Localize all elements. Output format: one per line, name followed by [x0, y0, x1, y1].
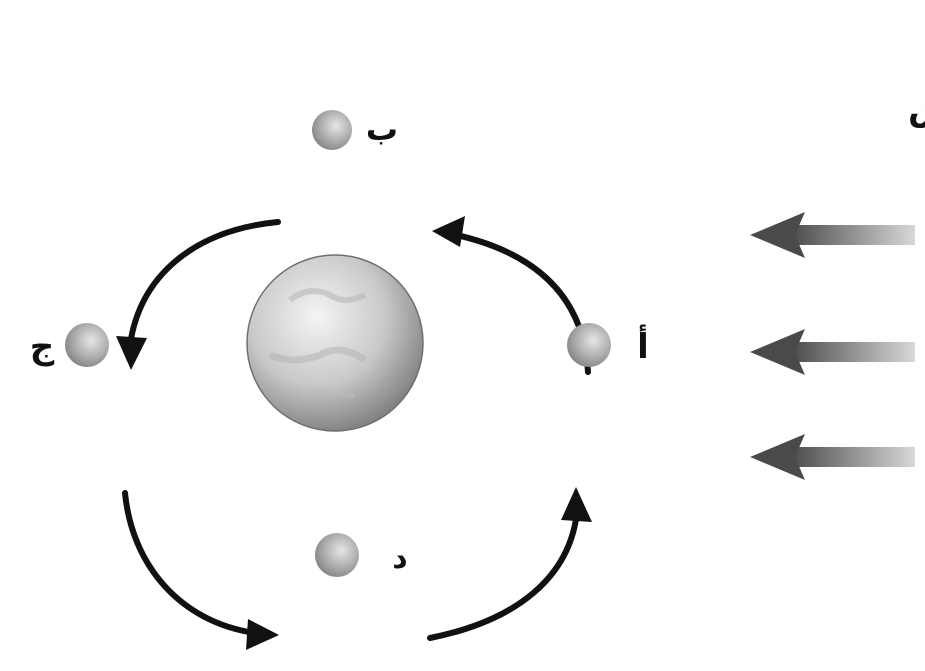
sun-ray-arrow-icon — [750, 212, 915, 258]
curved-arrow-icon — [561, 487, 592, 522]
position-label-d: د — [392, 541, 407, 576]
sun-rays-label: أشعة الشمس — [908, 86, 925, 129]
position-label-a: أ — [637, 324, 649, 367]
moon-icon — [315, 533, 359, 577]
position-label-c: ج — [30, 327, 55, 367]
curved-arrow-icon — [432, 216, 465, 247]
curved-arrow-icon — [125, 493, 255, 633]
curved-arrow-icon — [430, 512, 577, 638]
curved-arrow-icon — [116, 336, 147, 370]
curved-arrow-icon — [246, 619, 279, 650]
curved-arrow-icon — [442, 232, 588, 372]
sun-ray-arrow-icon — [750, 329, 915, 375]
earth-icon — [247, 255, 423, 431]
position-label-b: ب — [366, 110, 398, 148]
moon-icon — [312, 110, 352, 150]
moon-icon — [65, 323, 109, 367]
sun-ray-arrow-icon — [750, 434, 915, 480]
moon-icon — [567, 323, 611, 367]
